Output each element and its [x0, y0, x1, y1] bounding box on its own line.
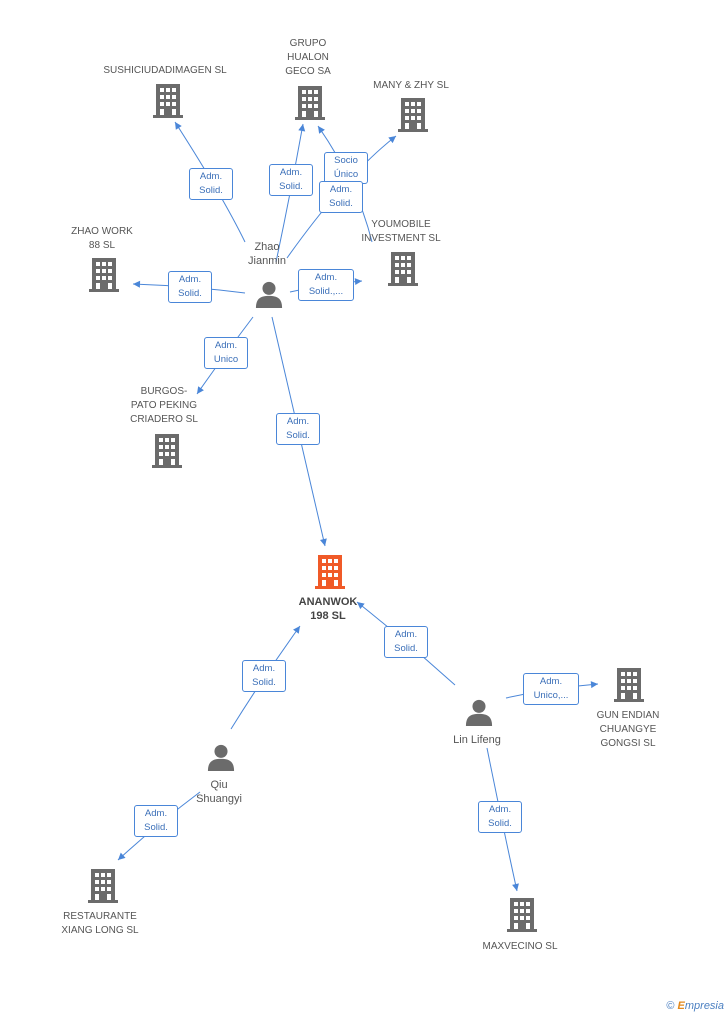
- role-label-many-adm: Adm. Solid.: [319, 181, 363, 213]
- edge-zhao-ananwok-arrowhead: [320, 538, 327, 546]
- edge-zhao-zhaowork-arrowhead: [133, 280, 141, 288]
- lin-person-icon[interactable]: [465, 699, 493, 726]
- role-label-burgos: Adm. Unico: [204, 337, 248, 369]
- role-label-ananwok-zhao: Adm. Solid.: [276, 413, 320, 445]
- role-label-restaurante: Adm. Solid.: [134, 805, 178, 837]
- edge-lin-ananwok-arrowhead: [357, 602, 365, 610]
- role-label-ananwok-lin: Adm. Solid.: [384, 626, 428, 658]
- edge-zhao-youmobile-arrowhead: [354, 278, 362, 286]
- ananwok-building-icon[interactable]: [315, 555, 345, 589]
- edge-qiu-ananwok-arrowhead: [293, 626, 300, 634]
- person-label-lin[interactable]: Lin Lifeng: [453, 734, 501, 746]
- node-label-grupo[interactable]: GRUPO HUALON GECO SA: [285, 38, 331, 77]
- role-label-zhao-work: Adm. Solid.: [168, 271, 212, 303]
- burgos-building-icon[interactable]: [152, 434, 182, 468]
- role-label-youmobile: Adm. Solid.,...: [298, 269, 354, 301]
- node-label-sushi[interactable]: SUSHICIUDADIMAGEN SL: [103, 65, 227, 76]
- brand-e: E: [677, 1000, 685, 1012]
- role-label-gun: Adm. Unico,...: [523, 673, 579, 705]
- youmobile-building-icon[interactable]: [388, 252, 418, 286]
- node-label-youmobile[interactable]: YOUMOBILE INVESTMENT SL: [361, 219, 441, 244]
- edge-lin-maxvecino-arrowhead: [512, 883, 519, 891]
- grupo-building-icon[interactable]: [295, 86, 325, 120]
- node-label-many[interactable]: MANY & ZHY SL: [373, 80, 449, 91]
- edge-zhao-sushi-arrowhead: [175, 122, 182, 130]
- role-label-grupo: Adm. Solid.: [269, 164, 313, 196]
- zhao-person-icon[interactable]: [255, 281, 283, 308]
- person-label-qiu[interactable]: Qiu Shuangyi: [196, 779, 242, 805]
- edge-zhao-burgos-arrowhead: [197, 386, 204, 394]
- sushi-building-icon[interactable]: [153, 84, 183, 118]
- person-label-zhao[interactable]: Zhao Jianmin: [248, 241, 286, 267]
- edge-lin-gun-arrowhead: [590, 681, 598, 689]
- node-label-restaurante[interactable]: RESTAURANTE XIANG LONG SL: [61, 911, 139, 936]
- role-label-ananwok-qiu: Adm. Solid.: [242, 660, 286, 692]
- edge-qiu-restaurante-arrowhead: [118, 852, 126, 860]
- qiu-person-icon[interactable]: [207, 744, 235, 771]
- node-label-gun[interactable]: GUN ENDIAN CHUANGYE GONGSI SL: [596, 710, 660, 749]
- brand-name: mpresia: [684, 1000, 724, 1012]
- many-building-icon[interactable]: [398, 98, 428, 132]
- node-label-maxvecino[interactable]: MAXVECINO SL: [482, 941, 558, 952]
- restaurante-building-icon[interactable]: [88, 869, 118, 903]
- node-label-burgos[interactable]: BURGOS- PATO PEKING CRIADERO SL: [130, 386, 198, 425]
- gun-building-icon[interactable]: [614, 668, 644, 702]
- empresia-logo[interactable]: ©Empresia: [666, 1000, 724, 1012]
- edge-zhao-many-arrowhead: [388, 136, 396, 144]
- role-label-many-socio: Socio Único: [324, 152, 368, 184]
- edge-grupo-socio-arrowhead: [318, 126, 325, 134]
- role-label-sushi: Adm. Solid.: [189, 168, 233, 200]
- maxvecino-building-icon[interactable]: [507, 898, 537, 932]
- role-label-maxvecino: Adm. Solid.: [478, 801, 522, 833]
- zhao-work-building-icon[interactable]: [89, 258, 119, 292]
- node-label-zhao-work[interactable]: ZHAO WORK 88 SL: [71, 226, 133, 251]
- edge-zhao-grupo-arrowhead: [298, 124, 306, 132]
- node-label-ananwok[interactable]: ANANWOK 198 SL: [298, 596, 358, 622]
- copyright-symbol: ©: [666, 1000, 675, 1012]
